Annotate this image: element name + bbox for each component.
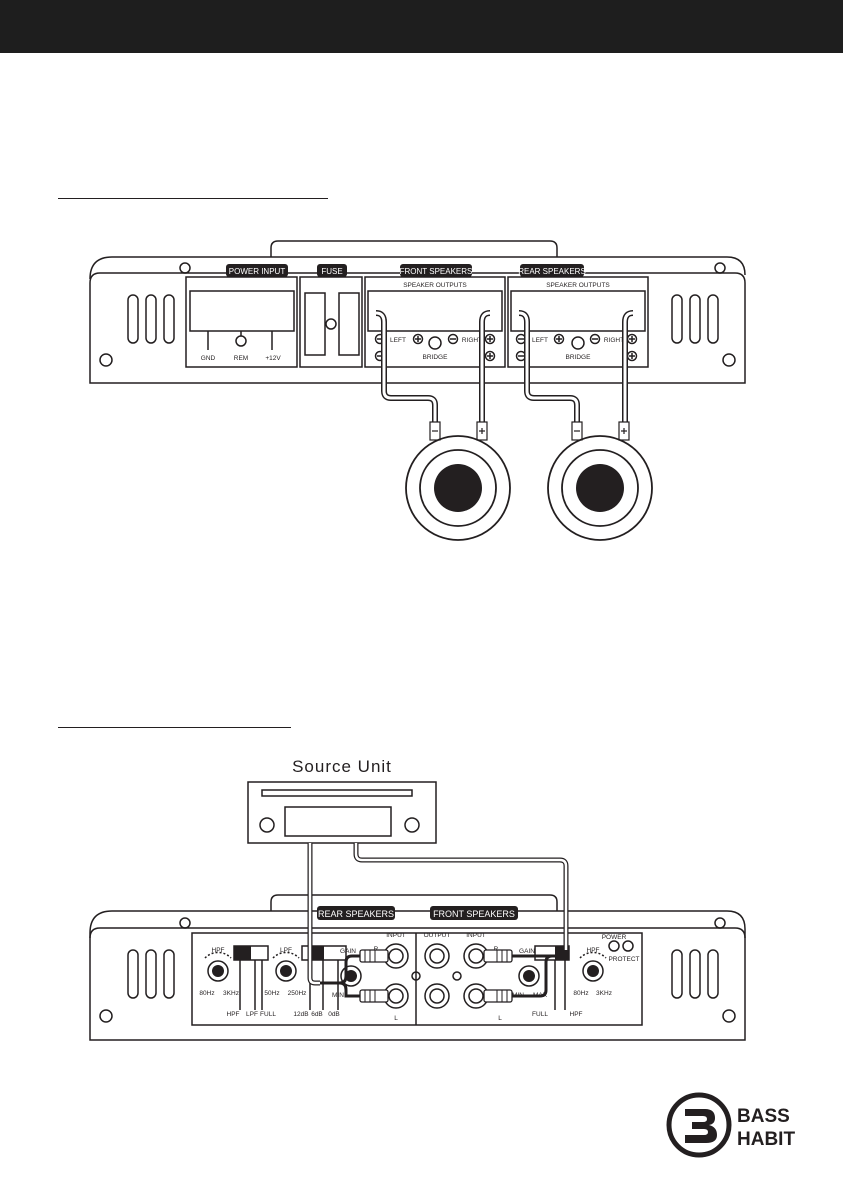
- label-input-front: INPUT: [466, 932, 486, 939]
- logo-text-habit: HABIT: [737, 1129, 795, 1150]
- label-0db: 0dB: [328, 1011, 340, 1018]
- label-l-front: L: [498, 1015, 502, 1022]
- label-250hz: 250Hz: [288, 990, 307, 997]
- section-rule-bottom: [58, 727, 291, 728]
- label-50hz: 50Hz: [264, 990, 279, 997]
- label-left-rear: LEFT: [532, 337, 548, 344]
- label-hpf-left: HPF: [212, 947, 225, 954]
- label-lpf-top: LPF: [280, 947, 292, 954]
- label-gnd: GND: [201, 355, 216, 362]
- label-rem: REM: [234, 355, 248, 362]
- label-bridge-front: BRIDGE: [423, 354, 449, 361]
- label-hpf-bottom-left: HPF: [227, 1011, 240, 1018]
- label-rear-speakers-2: REAR SPEAKERS: [318, 909, 394, 919]
- label-output: OUTPUT: [424, 932, 451, 939]
- logo-b-glyph: [685, 1109, 717, 1143]
- label-front-speakers: FRONT SPEAKERS: [400, 267, 473, 276]
- label-hpf-bottom-right: HPF: [570, 1011, 583, 1018]
- label-3khz-left: 3KHz: [223, 990, 239, 997]
- label-right-front: RIGHT: [462, 337, 482, 344]
- input-wiring-diagram: REAR SPEAKERS FRONT SPEAKERS HPF 80Hz 3K…: [89, 781, 746, 1041]
- label-left-front: LEFT: [390, 337, 406, 344]
- label-speaker-outputs-front: SPEAKER OUTPUTS: [403, 282, 467, 289]
- label-80hz-right: 80Hz: [573, 990, 588, 997]
- label-lpf-bottom: LPF: [246, 1011, 258, 1018]
- bass-habit-logo: BASS HABIT: [666, 1092, 795, 1158]
- label-bridge-rear: BRIDGE: [566, 354, 592, 361]
- label-rear-speakers: REAR SPEAKERS: [518, 267, 586, 276]
- label-power: POWER: [602, 934, 627, 941]
- logo-ring: [666, 1092, 732, 1158]
- label-full-right: FULL: [532, 1011, 548, 1018]
- label-fuse: FUSE: [321, 267, 342, 276]
- speaker-wiring-diagram: POWER INPUT FUSE FRONT SPEAKERS REAR SPE…: [89, 240, 746, 541]
- source-unit-title: Source Unit: [292, 757, 392, 776]
- logo-text-bass: BASS: [737, 1106, 790, 1127]
- label-l-rear: L: [394, 1015, 398, 1022]
- label-input-rear: INPUT: [386, 932, 406, 939]
- label-min-rear: MIN: [332, 992, 344, 999]
- label-hpf-right: HPF: [587, 947, 600, 954]
- label-3khz-right: 3KHz: [596, 990, 612, 997]
- label-right-rear: RIGHT: [604, 337, 624, 344]
- label-protect: PROTECT: [608, 956, 639, 963]
- label-front-speakers-2: FRONT SPEAKERS: [433, 909, 515, 919]
- label-6db: 6dB: [311, 1011, 323, 1018]
- header-bar: [0, 0, 843, 53]
- label-12db: 12dB: [293, 1011, 308, 1018]
- label-full-left: FULL: [260, 1011, 276, 1018]
- label-speaker-outputs-rear: SPEAKER OUTPUTS: [546, 282, 610, 289]
- label-power-input: POWER INPUT: [229, 267, 286, 276]
- label-12v: +12V: [265, 355, 281, 362]
- label-80hz-left: 80Hz: [199, 990, 214, 997]
- label-gain-front: GAIN: [519, 948, 535, 955]
- section-rule-top: [58, 198, 328, 199]
- label-gain-rear: GAIN: [340, 948, 356, 955]
